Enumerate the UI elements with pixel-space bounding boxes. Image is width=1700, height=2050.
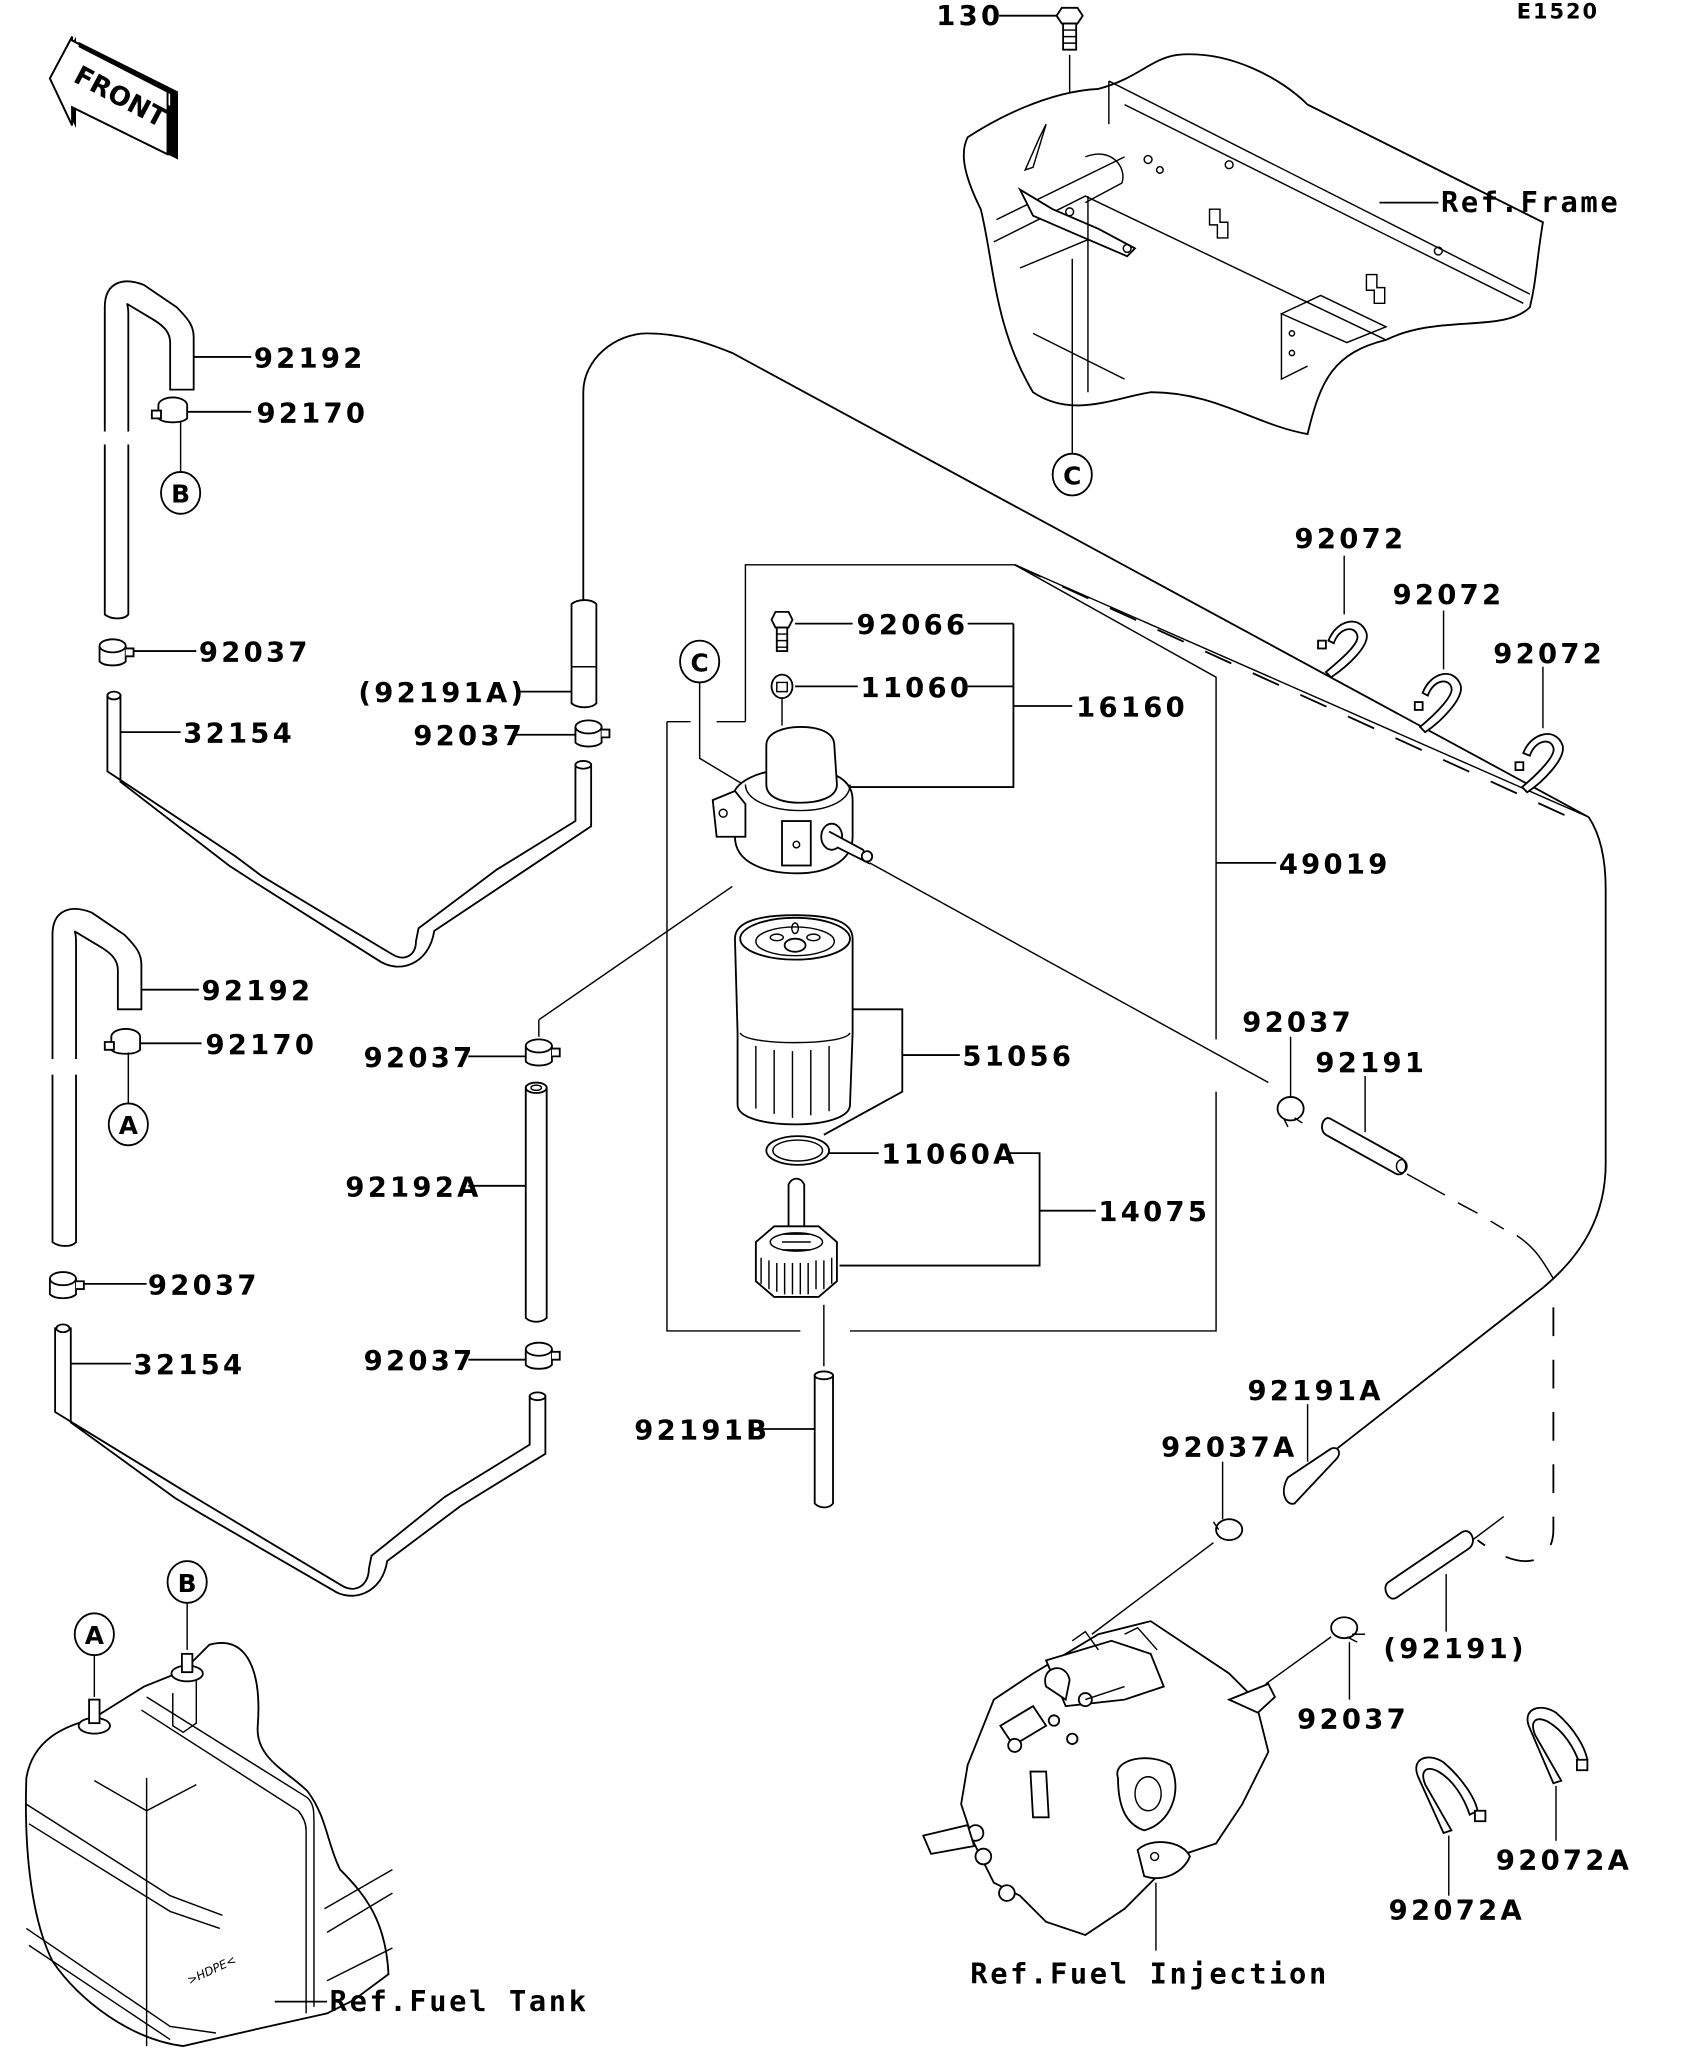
frame-illustration	[962, 53, 1544, 436]
line-filter-to-92037-right	[869, 862, 1269, 1084]
label-92170-upper[interactable]: 92170	[256, 398, 368, 429]
label-92037A[interactable]: 92037A	[1161, 1432, 1297, 1463]
label-92191-paren[interactable]: (92191)	[1383, 1634, 1526, 1665]
label-92037-right[interactable]: 92037	[1242, 1008, 1354, 1039]
pipe-32154-upper[interactable]	[106, 690, 593, 968]
label-130[interactable]: 130	[936, 1, 1003, 32]
svg-text:C: C	[1063, 461, 1081, 490]
filter-head-16160[interactable]	[711, 725, 874, 875]
label-32154-upper[interactable]: 32154	[183, 719, 295, 750]
label-92072A-2[interactable]: 92072A	[1496, 1846, 1632, 1877]
clamp-92037A[interactable]	[1212, 1518, 1244, 1542]
connector-a-tank: A	[73, 1612, 115, 1657]
hose-92191-right[interactable]	[1321, 1117, 1408, 1176]
fuel-tank-illustration: >HDPE<	[25, 1642, 393, 2048]
hose-92191A-upper[interactable]	[570, 599, 598, 709]
label-11060[interactable]: 11060	[860, 673, 972, 704]
label-92191A-paren[interactable]: (92191A)	[358, 678, 526, 709]
label-92192-lower[interactable]: 92192	[202, 976, 314, 1007]
clamp-92037-mid[interactable]	[574, 719, 611, 748]
label-92192A[interactable]: 92192A	[345, 1172, 481, 1203]
connector-b-tank: B	[166, 1560, 208, 1604]
clamp-92170-upper[interactable]	[150, 396, 189, 424]
label-14075[interactable]: 14075	[1098, 1197, 1210, 1228]
connector-b-upper: B	[160, 471, 202, 515]
drain-plug-14075[interactable]	[754, 1177, 838, 1298]
label-51056[interactable]: 51056	[962, 1042, 1074, 1073]
label-92037-pump[interactable]: 92037	[1297, 1704, 1409, 1735]
label-92191B[interactable]: 92191B	[634, 1415, 770, 1446]
clamp-92037-upper-left[interactable]	[98, 638, 135, 667]
label-92037-mid[interactable]: 92037	[413, 721, 525, 752]
pipe-32154-lower[interactable]	[54, 1323, 547, 1597]
band-92072A-2[interactable]	[1526, 1706, 1589, 1785]
oring-11060A[interactable]	[765, 1135, 830, 1166]
washer-11060[interactable]	[770, 673, 794, 700]
ref-frame-label[interactable]: Ref.Frame	[1441, 185, 1620, 219]
bracket-14075	[839, 1152, 1041, 1267]
ref-fuel-tank-label[interactable]: Ref.Fuel Tank	[330, 1984, 589, 2018]
band-92072-2[interactable]	[1413, 673, 1462, 734]
band-92072A-1[interactable]	[1415, 1756, 1487, 1835]
band-92072-3[interactable]	[1514, 733, 1564, 794]
svg-text:A: A	[119, 1111, 139, 1140]
line-route-92191A	[1333, 816, 1607, 1452]
diagram-code: E1520	[1517, 0, 1599, 23]
svg-text:A: A	[85, 1621, 105, 1650]
label-92192-upper[interactable]: 92192	[254, 343, 366, 374]
assy-49019-outline	[666, 564, 1217, 1332]
svg-text:B: B	[171, 480, 190, 509]
label-92072-2[interactable]: 92072	[1393, 580, 1505, 611]
label-92072A-1[interactable]: 92072A	[1389, 1895, 1525, 1926]
band-92072-1[interactable]	[1317, 620, 1368, 679]
bolt-92066[interactable]	[770, 610, 794, 652]
label-92037-lower-left[interactable]: 92037	[148, 1270, 260, 1301]
hose-92192A[interactable]	[524, 1081, 548, 1323]
bracket-51056	[823, 1008, 904, 1136]
label-49019[interactable]: 49019	[1279, 849, 1391, 880]
hose-92191B[interactable]	[813, 1370, 834, 1509]
clamp-92037-lower-left[interactable]	[48, 1271, 85, 1300]
ref-fuel-injection-label[interactable]: Ref.Fuel Injection	[970, 1956, 1329, 1990]
svg-text:C: C	[691, 648, 709, 677]
hose-92191-paren[interactable]	[1384, 1530, 1474, 1600]
connector-c-upper: C	[1051, 452, 1093, 497]
fuel-injection-pump-illustration	[921, 1620, 1277, 1936]
line-filter-to-92037	[538, 885, 733, 1021]
label-11060A[interactable]: 11060A	[881, 1140, 1017, 1171]
label-92066[interactable]: 92066	[857, 610, 969, 641]
clamp-92037-right[interactable]	[1276, 1095, 1305, 1128]
clamp-92037-center-lower[interactable]	[524, 1341, 561, 1370]
label-92191A-lower[interactable]: 92191A	[1247, 1376, 1383, 1407]
label-32154-lower[interactable]: 32154	[134, 1350, 246, 1381]
assy-49019-outline-top	[744, 564, 1589, 818]
front-arrow-icon: FRONT	[48, 36, 178, 160]
connector-c-filter: C	[679, 639, 721, 684]
clamp-92037-center-upper[interactable]	[524, 1038, 561, 1067]
label-92170-lower[interactable]: 92170	[205, 1030, 317, 1061]
label-16160[interactable]: 16160	[1076, 692, 1188, 723]
clamp-92037-pump[interactable]	[1330, 1616, 1366, 1643]
hose-92192-lower[interactable]	[51, 908, 143, 1247]
label-92037-center-upper[interactable]: 92037	[364, 1043, 476, 1074]
label-92072-3[interactable]: 92072	[1493, 639, 1605, 670]
label-92072-1[interactable]: 92072	[1295, 524, 1407, 555]
clamp-92170-lower[interactable]	[103, 1028, 141, 1055]
bracket-16160	[850, 623, 1015, 788]
connector-a-upper: A	[107, 1102, 149, 1147]
hose-92192-upper[interactable]	[103, 280, 195, 620]
label-92037-center-lower[interactable]: 92037	[364, 1346, 476, 1377]
label-92037-upper-left[interactable]: 92037	[199, 638, 311, 669]
hose-92191A-lower[interactable]	[1283, 1447, 1340, 1505]
fuel-filter-51056[interactable]	[734, 914, 854, 1126]
line-92191A-route	[582, 332, 1590, 818]
label-92191-right[interactable]: 92191	[1315, 1048, 1427, 1079]
bolt-130[interactable]	[1055, 6, 1084, 51]
svg-text:B: B	[178, 1569, 197, 1598]
